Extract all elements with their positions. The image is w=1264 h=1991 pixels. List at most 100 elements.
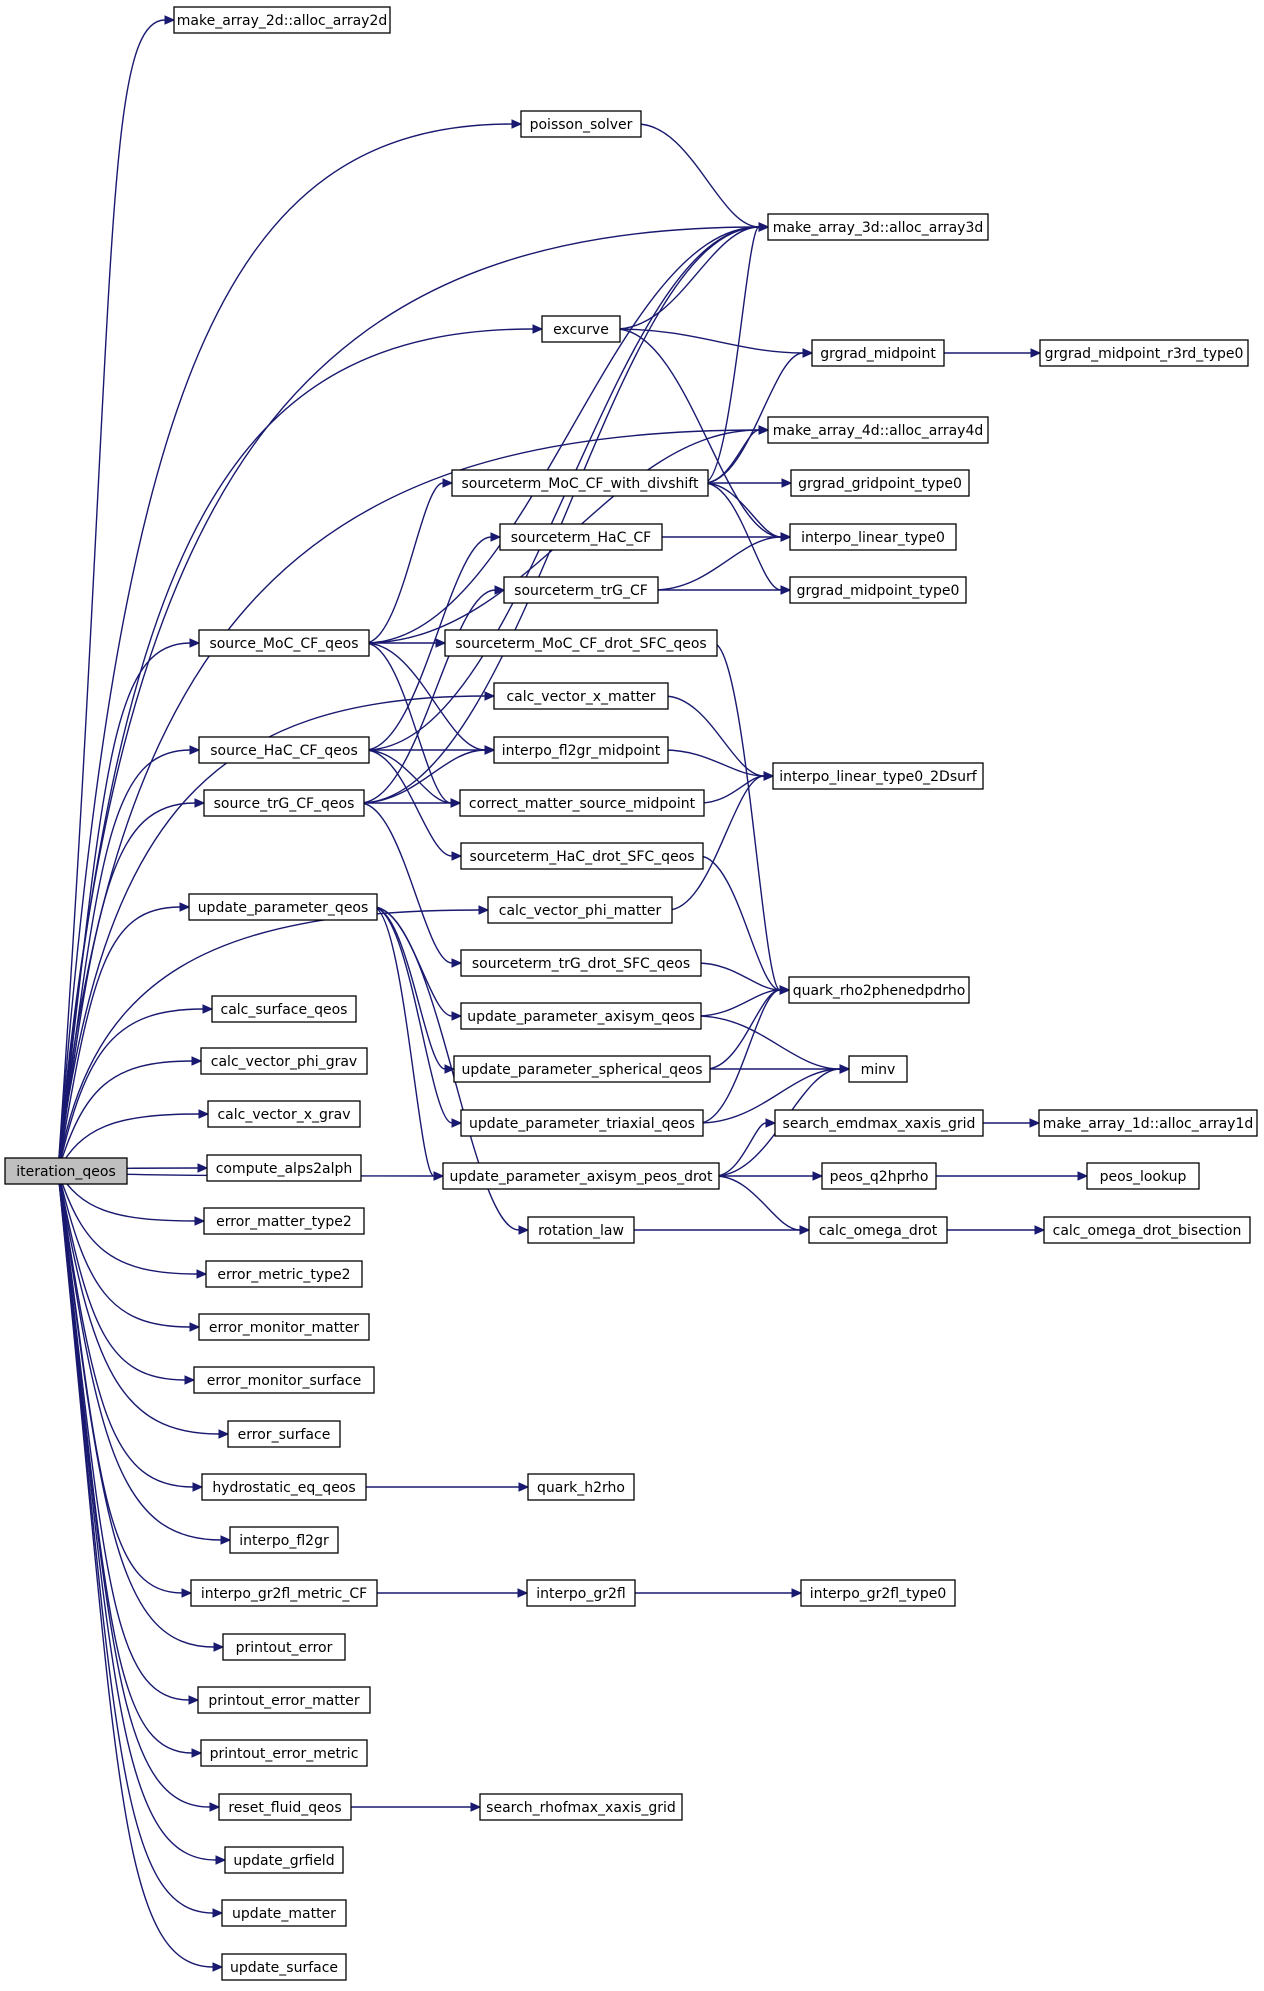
node-sourceterm_trG_CF[interactable]: sourceterm_trG_CF [503, 576, 659, 604]
arrowhead-icon [518, 1225, 530, 1235]
node-grgrad_gridpoint_type0[interactable]: grgrad_gridpoint_type0 [790, 469, 970, 497]
edge-source_MoC_CF_qeos-to-sourceterm_MoC_CF_with_divshift [364, 482, 444, 644]
node-interpo_gr2fl_type0[interactable]: interpo_gr2fl_type0 [800, 1579, 956, 1607]
edge-iteration_qeos-to-calc_vector_phi_matter [57, 909, 480, 1172]
node-label: sourceterm_HaC_CF [511, 530, 651, 546]
node-alloc_array2d[interactable]: make_array_2d::alloc_array2d [173, 6, 391, 34]
node-box [227, 1420, 341, 1448]
node-printout_error_metric[interactable]: printout_error_metric [200, 1739, 368, 1767]
node-update_parameter_spherical_qeos[interactable]: update_parameter_spherical_qeos [453, 1055, 711, 1083]
node-error_metric_type2[interactable]: error_metric_type2 [205, 1260, 363, 1288]
node-interpo_linear_type0_2Dsurf[interactable]: interpo_linear_type0_2Dsurf [772, 762, 984, 790]
node-error_matter_type2[interactable]: error_matter_type2 [203, 1207, 365, 1235]
node-box [173, 6, 391, 34]
arrowhead-icon [191, 1056, 203, 1066]
arrowhead-icon [511, 119, 523, 129]
node-label: interpo_fl2gr_midpoint [502, 743, 661, 759]
node-alloc_array4d[interactable]: make_array_4d::alloc_array4d [767, 416, 989, 444]
node-source_HaC_CF_qeos[interactable]: source_HaC_CF_qeos [198, 736, 370, 764]
node-compute_alps2alph[interactable]: compute_alps2alph [206, 1154, 362, 1182]
node-error_monitor_surface[interactable]: error_monitor_surface [193, 1366, 375, 1394]
node-quark_h2rho[interactable]: quark_h2rho [527, 1473, 635, 1501]
node-reset_fluid_qeos[interactable]: reset_fluid_qeos [218, 1793, 352, 1821]
arrowhead-icon [494, 585, 506, 595]
node-interpo_gr2fl[interactable]: interpo_gr2fl [526, 1579, 636, 1607]
node-interpo_linear_type0[interactable]: interpo_linear_type0 [789, 523, 957, 551]
node-calc_vector_x_grav[interactable]: calc_vector_x_grav [207, 1100, 361, 1128]
node-poisson_solver[interactable]: poisson_solver [520, 110, 642, 138]
node-box [221, 1953, 347, 1981]
node-calc_omega_drot[interactable]: calc_omega_drot [808, 1216, 948, 1244]
node-label: sourceterm_trG_drot_SFC_qeos [472, 956, 690, 972]
node-sourceterm_trG_drot_SFC_qeos[interactable]: sourceterm_trG_drot_SFC_qeos [460, 949, 702, 977]
node-label: update_grfield [233, 1853, 334, 1869]
node-interpo_fl2gr_midpoint[interactable]: interpo_fl2gr_midpoint [493, 736, 669, 764]
node-minv[interactable]: minv [848, 1055, 908, 1083]
node-quark_rho2phenedpdrho[interactable]: quark_rho2phenedpdrho [788, 976, 970, 1004]
node-update_surface[interactable]: update_surface [221, 1953, 347, 1981]
node-label: update_surface [230, 1960, 338, 1976]
node-error_surface[interactable]: error_surface [227, 1420, 341, 1448]
node-rotation_law[interactable]: rotation_law [527, 1216, 635, 1244]
node-search_rhofmax_xaxis_grid[interactable]: search_rhofmax_xaxis_grid [479, 1793, 683, 1821]
node-alloc_array3d[interactable]: make_array_3d::alloc_array3d [767, 213, 989, 241]
node-source_MoC_CF_qeos[interactable]: source_MoC_CF_qeos [198, 629, 370, 657]
node-update_parameter_axisym_peos_drot[interactable]: update_parameter_axisym_peos_drot [442, 1162, 720, 1190]
node-printout_error_matter[interactable]: printout_error_matter [197, 1686, 371, 1714]
edge-interpo_fl2gr_midpoint-to-interpo_linear_type0_2Dsurf [663, 749, 765, 777]
node-calc_vector_phi_grav[interactable]: calc_vector_phi_grav [200, 1047, 368, 1075]
arrowhead-icon [802, 348, 814, 358]
arrowhead-icon [812, 1171, 824, 1181]
node-interpo_fl2gr[interactable]: interpo_fl2gr [229, 1526, 339, 1554]
node-label: update_parameter_spherical_qeos [461, 1062, 702, 1078]
node-label: poisson_solver [530, 117, 633, 133]
node-box [767, 213, 989, 241]
node-update_grfield[interactable]: update_grfield [224, 1846, 344, 1874]
arrowhead-icon [518, 1482, 530, 1492]
arrowhead-icon [484, 691, 496, 701]
arrowhead-icon [450, 798, 462, 808]
node-correct_matter_source_midpoint[interactable]: correct_matter_source_midpoint [459, 789, 705, 817]
node-box [203, 1207, 365, 1235]
node-calc_vector_phi_matter[interactable]: calc_vector_phi_matter [487, 896, 673, 924]
node-printout_error[interactable]: printout_error [222, 1633, 346, 1661]
edge-source_trG_CF_qeos-to-sourceterm_trG_drot_SFC_qeos [359, 802, 453, 964]
node-sourceterm_HaC_drot_SFC_qeos[interactable]: sourceterm_HaC_drot_SFC_qeos [460, 842, 704, 870]
node-calc_surface_qeos[interactable]: calc_surface_qeos [211, 995, 357, 1023]
node-sourceterm_MoC_CF_with_divshift[interactable]: sourceterm_MoC_CF_with_divshift [451, 469, 709, 497]
node-label: make_array_1d::alloc_array1d [1043, 1116, 1254, 1132]
node-interpo_gr2fl_metric_CF[interactable]: interpo_gr2fl_metric_CF [190, 1579, 378, 1607]
node-box [200, 1047, 368, 1075]
node-calc_vector_x_matter[interactable]: calc_vector_x_matter [493, 682, 669, 710]
node-iteration_qeos[interactable]: iteration_qeos [4, 1157, 128, 1185]
node-sourceterm_MoC_CF_drot_SFC_qeos[interactable]: sourceterm_MoC_CF_drot_SFC_qeos [444, 629, 718, 657]
edge-iteration_qeos-to-interpo_gr2fl_metric_CF [57, 1170, 183, 1594]
node-calc_omega_drot_bisection[interactable]: calc_omega_drot_bisection [1043, 1216, 1251, 1244]
node-grgrad_midpoint_type0[interactable]: grgrad_midpoint_type0 [789, 576, 967, 604]
arrowhead-icon [197, 1163, 209, 1173]
node-update_parameter_qeos[interactable]: update_parameter_qeos [188, 893, 378, 921]
node-grgrad_midpoint_r3rd_type0[interactable]: grgrad_midpoint_r3rd_type0 [1039, 339, 1249, 367]
node-layer: iteration_qeos make_array_2d::alloc_array… [4, 6, 1258, 1981]
node-search_emdmax_xaxis_grid[interactable]: search_emdmax_xaxis_grid [774, 1109, 984, 1137]
node-excurve[interactable]: excurve [541, 315, 621, 343]
node-sourceterm_HaC_CF[interactable]: sourceterm_HaC_CF [499, 523, 663, 551]
node-update_matter[interactable]: update_matter [221, 1899, 347, 1927]
node-source_trG_CF_qeos[interactable]: source_trG_CF_qeos [203, 789, 365, 817]
edge-iteration_qeos-to-poisson_solver [57, 123, 513, 1172]
arrowhead-icon [189, 1322, 201, 1332]
node-update_parameter_axisym_qeos[interactable]: update_parameter_axisym_qeos [460, 1002, 702, 1030]
node-alloc_array1d[interactable]: make_array_1d::alloc_array1d [1038, 1109, 1258, 1137]
node-box [788, 976, 970, 1004]
node-grgrad_midpoint[interactable]: grgrad_midpoint [811, 339, 945, 367]
node-peos_q2hprho[interactable]: peos_q2hprho [821, 1162, 937, 1190]
arrowhead-icon [181, 1588, 193, 1598]
node-hydrostatic_eq_qeos[interactable]: hydrostatic_eq_qeos [201, 1473, 367, 1501]
node-error_monitor_matter[interactable]: error_monitor_matter [198, 1313, 370, 1341]
arrowhead-icon [215, 1855, 227, 1865]
node-label: search_emdmax_xaxis_grid [783, 1116, 976, 1132]
node-label: quark_h2rho [537, 1480, 625, 1496]
node-peos_lookup[interactable]: peos_lookup [1086, 1162, 1200, 1190]
node-update_parameter_triaxial_qeos[interactable]: update_parameter_triaxial_qeos [460, 1109, 704, 1137]
node-label: sourceterm_HaC_drot_SFC_qeos [469, 849, 694, 865]
